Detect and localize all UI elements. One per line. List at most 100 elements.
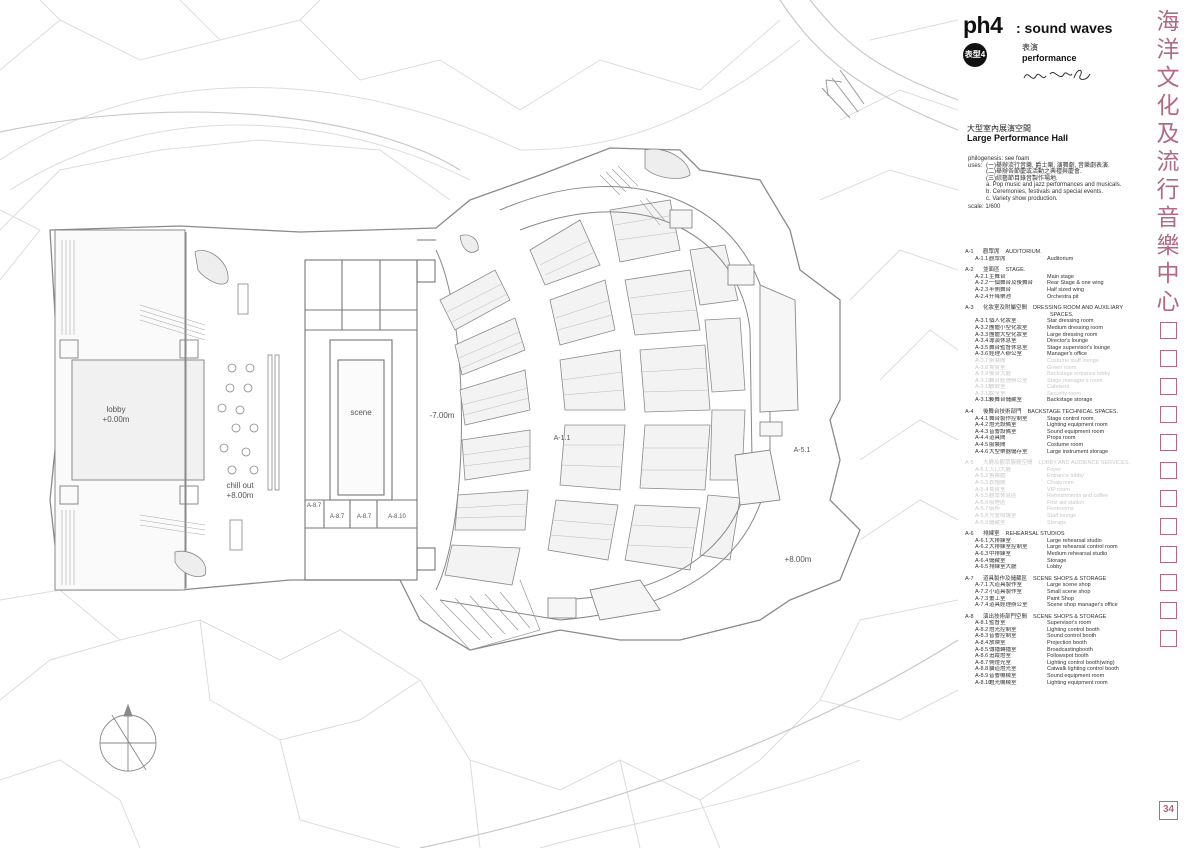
group-name-zh: 並面區 xyxy=(983,267,1000,274)
room-name-zh: 一個舞台及後舞台 xyxy=(989,280,1034,287)
room-name-en: Green room xyxy=(1047,364,1077,371)
room-code: A-8.2 xyxy=(975,626,989,633)
room-code: A-7.3 xyxy=(975,595,989,602)
group-code: A-4 xyxy=(965,409,974,416)
scale-label: scale: 1/600 xyxy=(968,204,1001,211)
room-name-en: Lighting control booth(wing) xyxy=(1047,659,1115,666)
group-name-zh: 觀眾席 xyxy=(983,249,1000,255)
room-name-en: Foyer xyxy=(1047,466,1062,473)
group-name-zh: 演出技術部門空間 xyxy=(983,613,1028,620)
room-name-zh: 大道具製作室 xyxy=(989,582,1023,589)
vertical-title-char: 心 xyxy=(1156,289,1180,315)
room-code: A-6.1 xyxy=(975,537,989,544)
room-name-en: Staff lounge xyxy=(1047,512,1077,519)
backstage-rooms xyxy=(547,209,799,621)
room-name-zh: 舞台監督休息室 xyxy=(989,344,1028,351)
sculpture-blobs xyxy=(174,148,691,577)
room-code: A-6.4 xyxy=(975,557,989,564)
room-code: A-5.3 xyxy=(975,480,989,486)
room-code: A-6.2 xyxy=(975,544,989,551)
orchestra-pit xyxy=(435,249,462,591)
room-name-zh: 燈光控制室 xyxy=(989,626,1017,633)
room-name-zh: 舞台經理辦公室 xyxy=(989,377,1028,384)
a87a-label: A-8.7 xyxy=(307,503,322,509)
room-code: A-5.9 xyxy=(975,519,989,526)
room-name-en: Medium rehearsal studio xyxy=(1047,550,1108,557)
room-code: A-8.5 xyxy=(975,646,989,653)
use-line: (二)舉辦各節慶或活動之典禮與慶會. xyxy=(986,169,1082,176)
room-name-en: Lighting control booth xyxy=(1047,626,1100,633)
room-name-en: Catwalk lighting control booth xyxy=(1047,666,1119,673)
room-code: A-7.2 xyxy=(975,588,989,595)
sound-wave-icon xyxy=(1023,69,1091,80)
room-name-en: Large rehearsal studio xyxy=(1047,537,1102,544)
floor-plan-drawing: lobby +0.00m chill out +8.00m scene -7.0… xyxy=(0,0,958,848)
room-name-zh: 後舞台儲藏室 xyxy=(989,397,1023,404)
room-name-en: Stage manager's room xyxy=(1047,377,1103,384)
room-name-en: Storage xyxy=(1047,557,1067,564)
room-code: A-1.1 xyxy=(975,255,989,262)
room-code: A-3.10 xyxy=(975,377,992,384)
room-name-en: Auditorium xyxy=(1047,255,1074,262)
room-name-zh: 主舞台 xyxy=(989,273,1006,280)
room-name-zh: 監督室 xyxy=(989,620,1006,627)
room-code: A-5.8 xyxy=(975,512,989,519)
room-code: A-2.2 xyxy=(975,280,989,287)
vertical-title-char: 海 xyxy=(1156,9,1180,35)
room-name-en: Paint Shop xyxy=(1047,595,1074,602)
chill-level-label: +8.00m xyxy=(227,491,254,500)
room-name-zh: 排練室大廳 xyxy=(989,564,1017,571)
room-name-zh: 儲藏室 xyxy=(989,557,1006,564)
room-name-en: Half sized wing xyxy=(1047,286,1084,293)
room-name-zh: 燈光機械室 xyxy=(989,679,1017,686)
room-name-en: Cafeteria xyxy=(1047,384,1070,391)
use-line: (一)舉辦流行音樂, 爵士樂, 演舞劇, 音樂劇表演. xyxy=(986,162,1110,169)
room-code: A-8.3 xyxy=(975,633,989,640)
group-name-zh: 排練室 xyxy=(983,531,1000,538)
room-code: A-8.4 xyxy=(975,640,989,647)
room-code: A-2.4 xyxy=(975,293,989,300)
auditorium-seating xyxy=(439,199,746,586)
auditorium-label: A-1.1 xyxy=(554,435,571,442)
phase-code: ph4 xyxy=(963,12,1003,38)
room-name-zh: 入口大廳 xyxy=(989,466,1012,473)
room-code: A-3.11 xyxy=(975,384,991,391)
room-name-en: First aid station xyxy=(1047,499,1085,506)
room-name-zh: 觀眾席 xyxy=(989,255,1006,262)
vertical-title-char: 中 xyxy=(1156,261,1180,287)
category-en: performance xyxy=(1022,53,1077,63)
page-number: 34 xyxy=(1159,801,1178,820)
room-name-en: Large rehearsal control room xyxy=(1047,544,1118,551)
room-code: A-5.2 xyxy=(975,473,989,480)
group-code: A-2 xyxy=(965,267,974,274)
room-name-en: Cloakroom xyxy=(1047,480,1074,486)
group-name-zh: 大廳及觀眾服務空間 xyxy=(983,460,1033,467)
a810-label: A-8.10 xyxy=(388,514,406,520)
room-name-en: Entrance lobby xyxy=(1047,473,1084,480)
room-name-en: Broadcastingbooth xyxy=(1047,646,1093,653)
vertical-title-char: 樂 xyxy=(1156,233,1180,259)
placeholder-box xyxy=(1159,573,1177,591)
lobby-stairs xyxy=(61,240,206,585)
placeholder-box xyxy=(1159,433,1177,451)
room-name-en: Sound control booth xyxy=(1047,633,1097,640)
use-line: (三)綜藝節目錄音製作場地. xyxy=(986,175,1058,182)
